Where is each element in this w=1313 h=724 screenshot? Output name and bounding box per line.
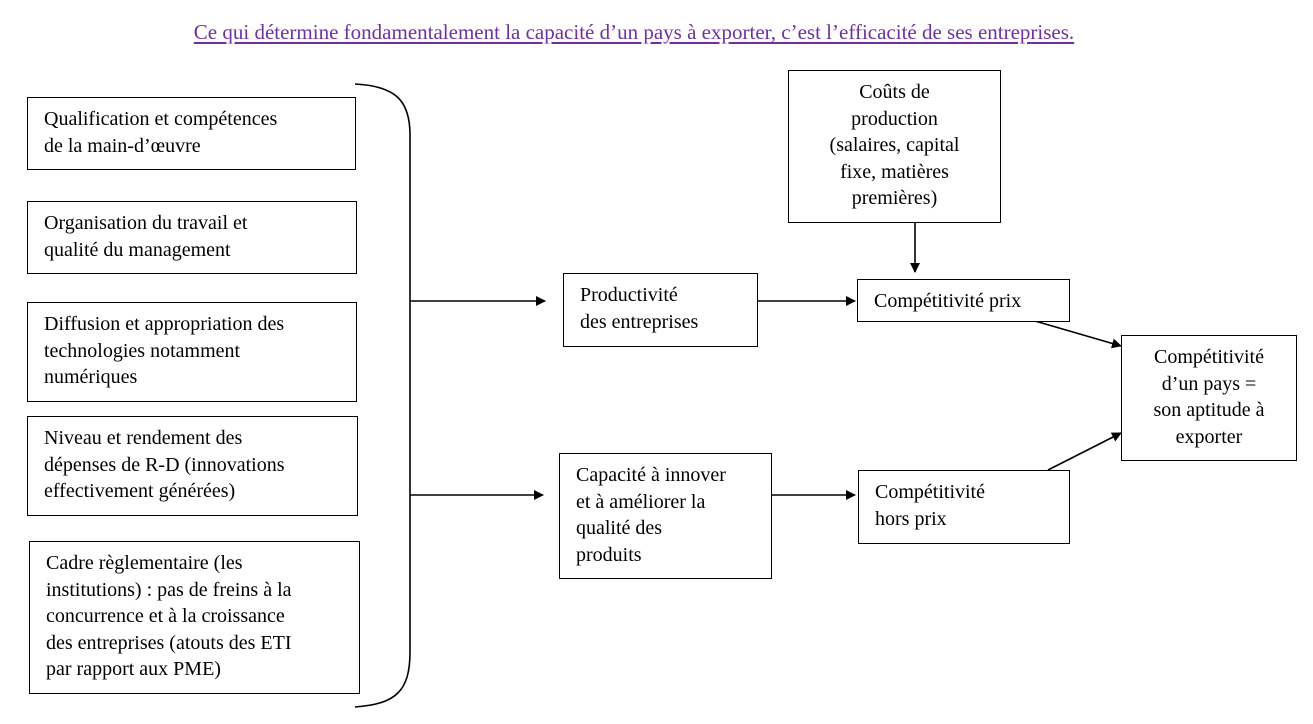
- couts-line: premières): [851, 187, 938, 209]
- competitivite-hors-prix-box: Compétitivité hors prix: [858, 470, 1070, 544]
- competitivite-hors-prix-line: hors prix: [875, 507, 947, 530]
- couts-line: (salaires, capital: [829, 134, 960, 156]
- competitivite-pays-line: exporter: [1175, 425, 1243, 448]
- factor-cadre-box: Cadre règlementaire (les institutions) :…: [29, 541, 360, 694]
- competitivite-pays-line: son aptitude à: [1153, 399, 1265, 421]
- innovation-line: Capacité à innover: [576, 464, 726, 486]
- factor-line: Organisation du travail et: [44, 212, 248, 234]
- competitivite-pays-box: Compétitivité d’un pays = son aptitude à…: [1121, 335, 1297, 461]
- arrow-hors-prix-to-pays: [1047, 432, 1122, 471]
- productivite-line: Productivité: [580, 284, 678, 306]
- grouping-brace: [354, 83, 411, 708]
- factor-line: Niveau et rendement des: [44, 427, 243, 449]
- competitivite-prix-line: Compétitivité prix: [874, 290, 1022, 312]
- couts-line: Coûts de: [859, 81, 930, 103]
- factor-line: numériques: [44, 366, 138, 388]
- competitivite-pays-line: Compétitivité: [1154, 346, 1264, 368]
- couts-line: production: [851, 107, 938, 130]
- couts-production-box: Coûts de production (salaires, capital f…: [788, 70, 1001, 223]
- factor-line: Qualification et compétences: [44, 108, 278, 130]
- innovation-box: Capacité à innover et à améliorer la qua…: [559, 453, 772, 579]
- factor-organisation-box: Organisation du travail et qualité du ma…: [27, 201, 357, 274]
- factor-line: dépenses de R-D (innovations: [44, 453, 285, 476]
- productivite-box: Productivité des entreprises: [563, 273, 758, 347]
- factor-line: Cadre règlementaire (les: [46, 552, 243, 574]
- innovation-line: et à améliorer la: [576, 490, 706, 513]
- factor-diffusion-box: Diffusion et appropriation des technolog…: [27, 302, 357, 402]
- competitivite-hors-prix-line: Compétitivité: [875, 481, 985, 503]
- arrow-prix-to-pays: [1034, 320, 1122, 349]
- productivite-line: des entreprises: [580, 310, 699, 333]
- competitivite-prix-box: Compétitivité prix: [857, 279, 1070, 322]
- couts-line: fixe, matières: [840, 160, 949, 183]
- factor-qualification-box: Qualification et compétences de la main-…: [27, 97, 356, 170]
- innovation-line: produits: [576, 543, 642, 566]
- factor-line: de la main-d’œuvre: [44, 134, 201, 157]
- factor-line: qualité du management: [44, 238, 231, 261]
- factor-line: technologies notamment: [44, 339, 241, 362]
- competitivite-pays-line: d’un pays =: [1161, 372, 1257, 395]
- factor-line: des entreprises (atouts des ETI: [46, 631, 292, 654]
- factor-line: par rapport aux PME): [46, 658, 221, 680]
- factor-line: effectivement générées): [44, 480, 236, 502]
- factor-line: institutions) : pas de freins à la: [46, 578, 292, 601]
- innovation-line: qualité des: [576, 517, 663, 539]
- factor-rd-box: Niveau et rendement des dépenses de R-D …: [27, 416, 358, 516]
- diagram-title: Ce qui détermine fondamentalement la cap…: [193, 20, 1075, 44]
- factor-line: concurrence et à la croissance: [46, 605, 285, 627]
- factor-line: Diffusion et appropriation des: [44, 313, 285, 335]
